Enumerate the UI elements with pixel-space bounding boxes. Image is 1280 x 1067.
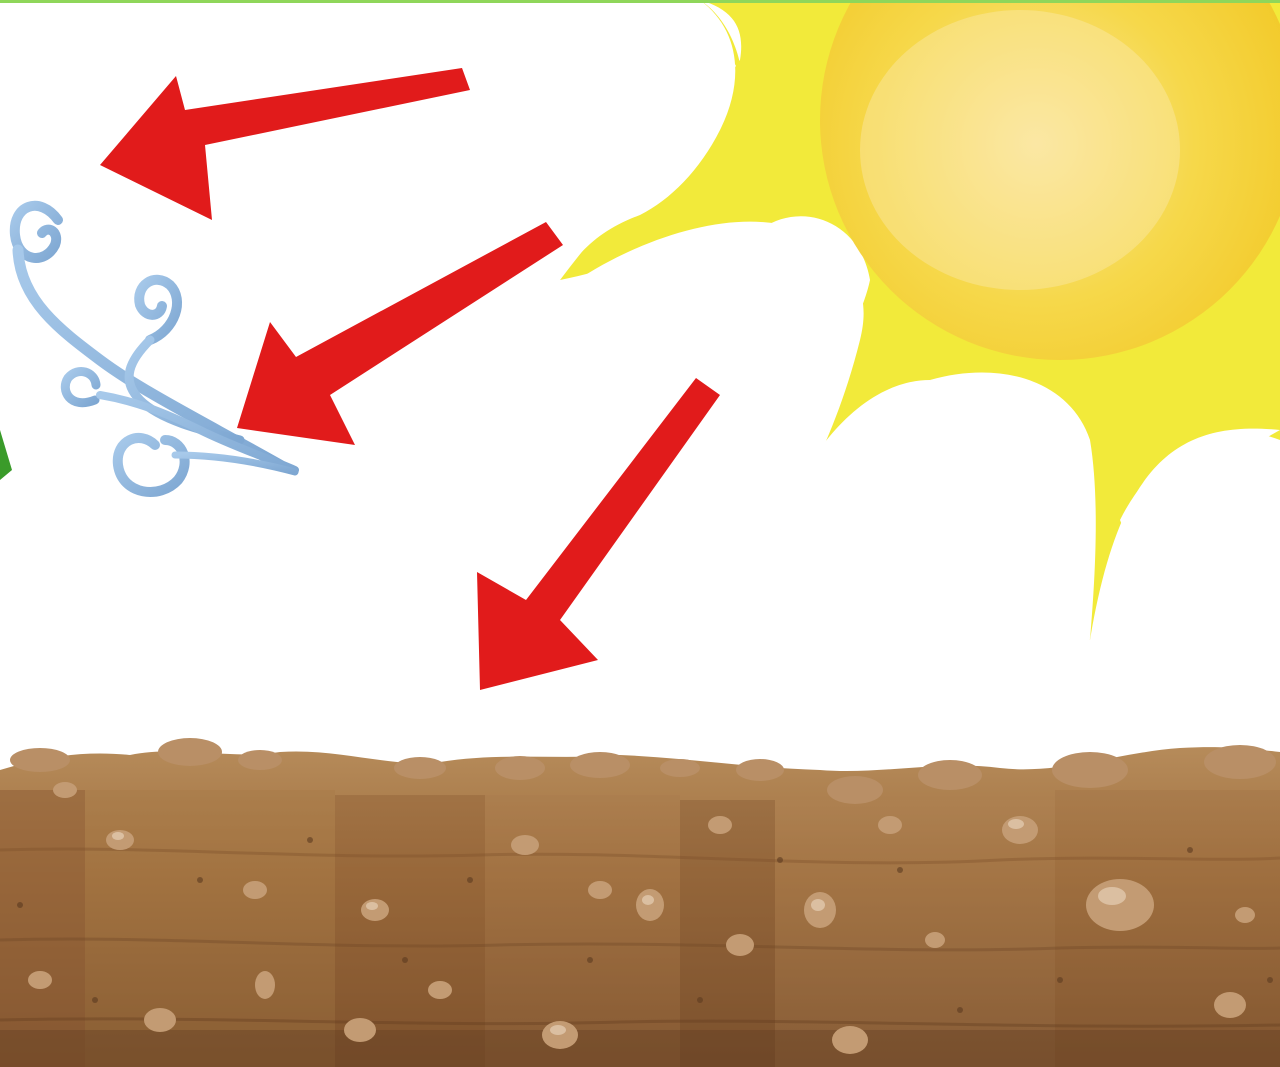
top-border bbox=[0, 0, 1280, 3]
